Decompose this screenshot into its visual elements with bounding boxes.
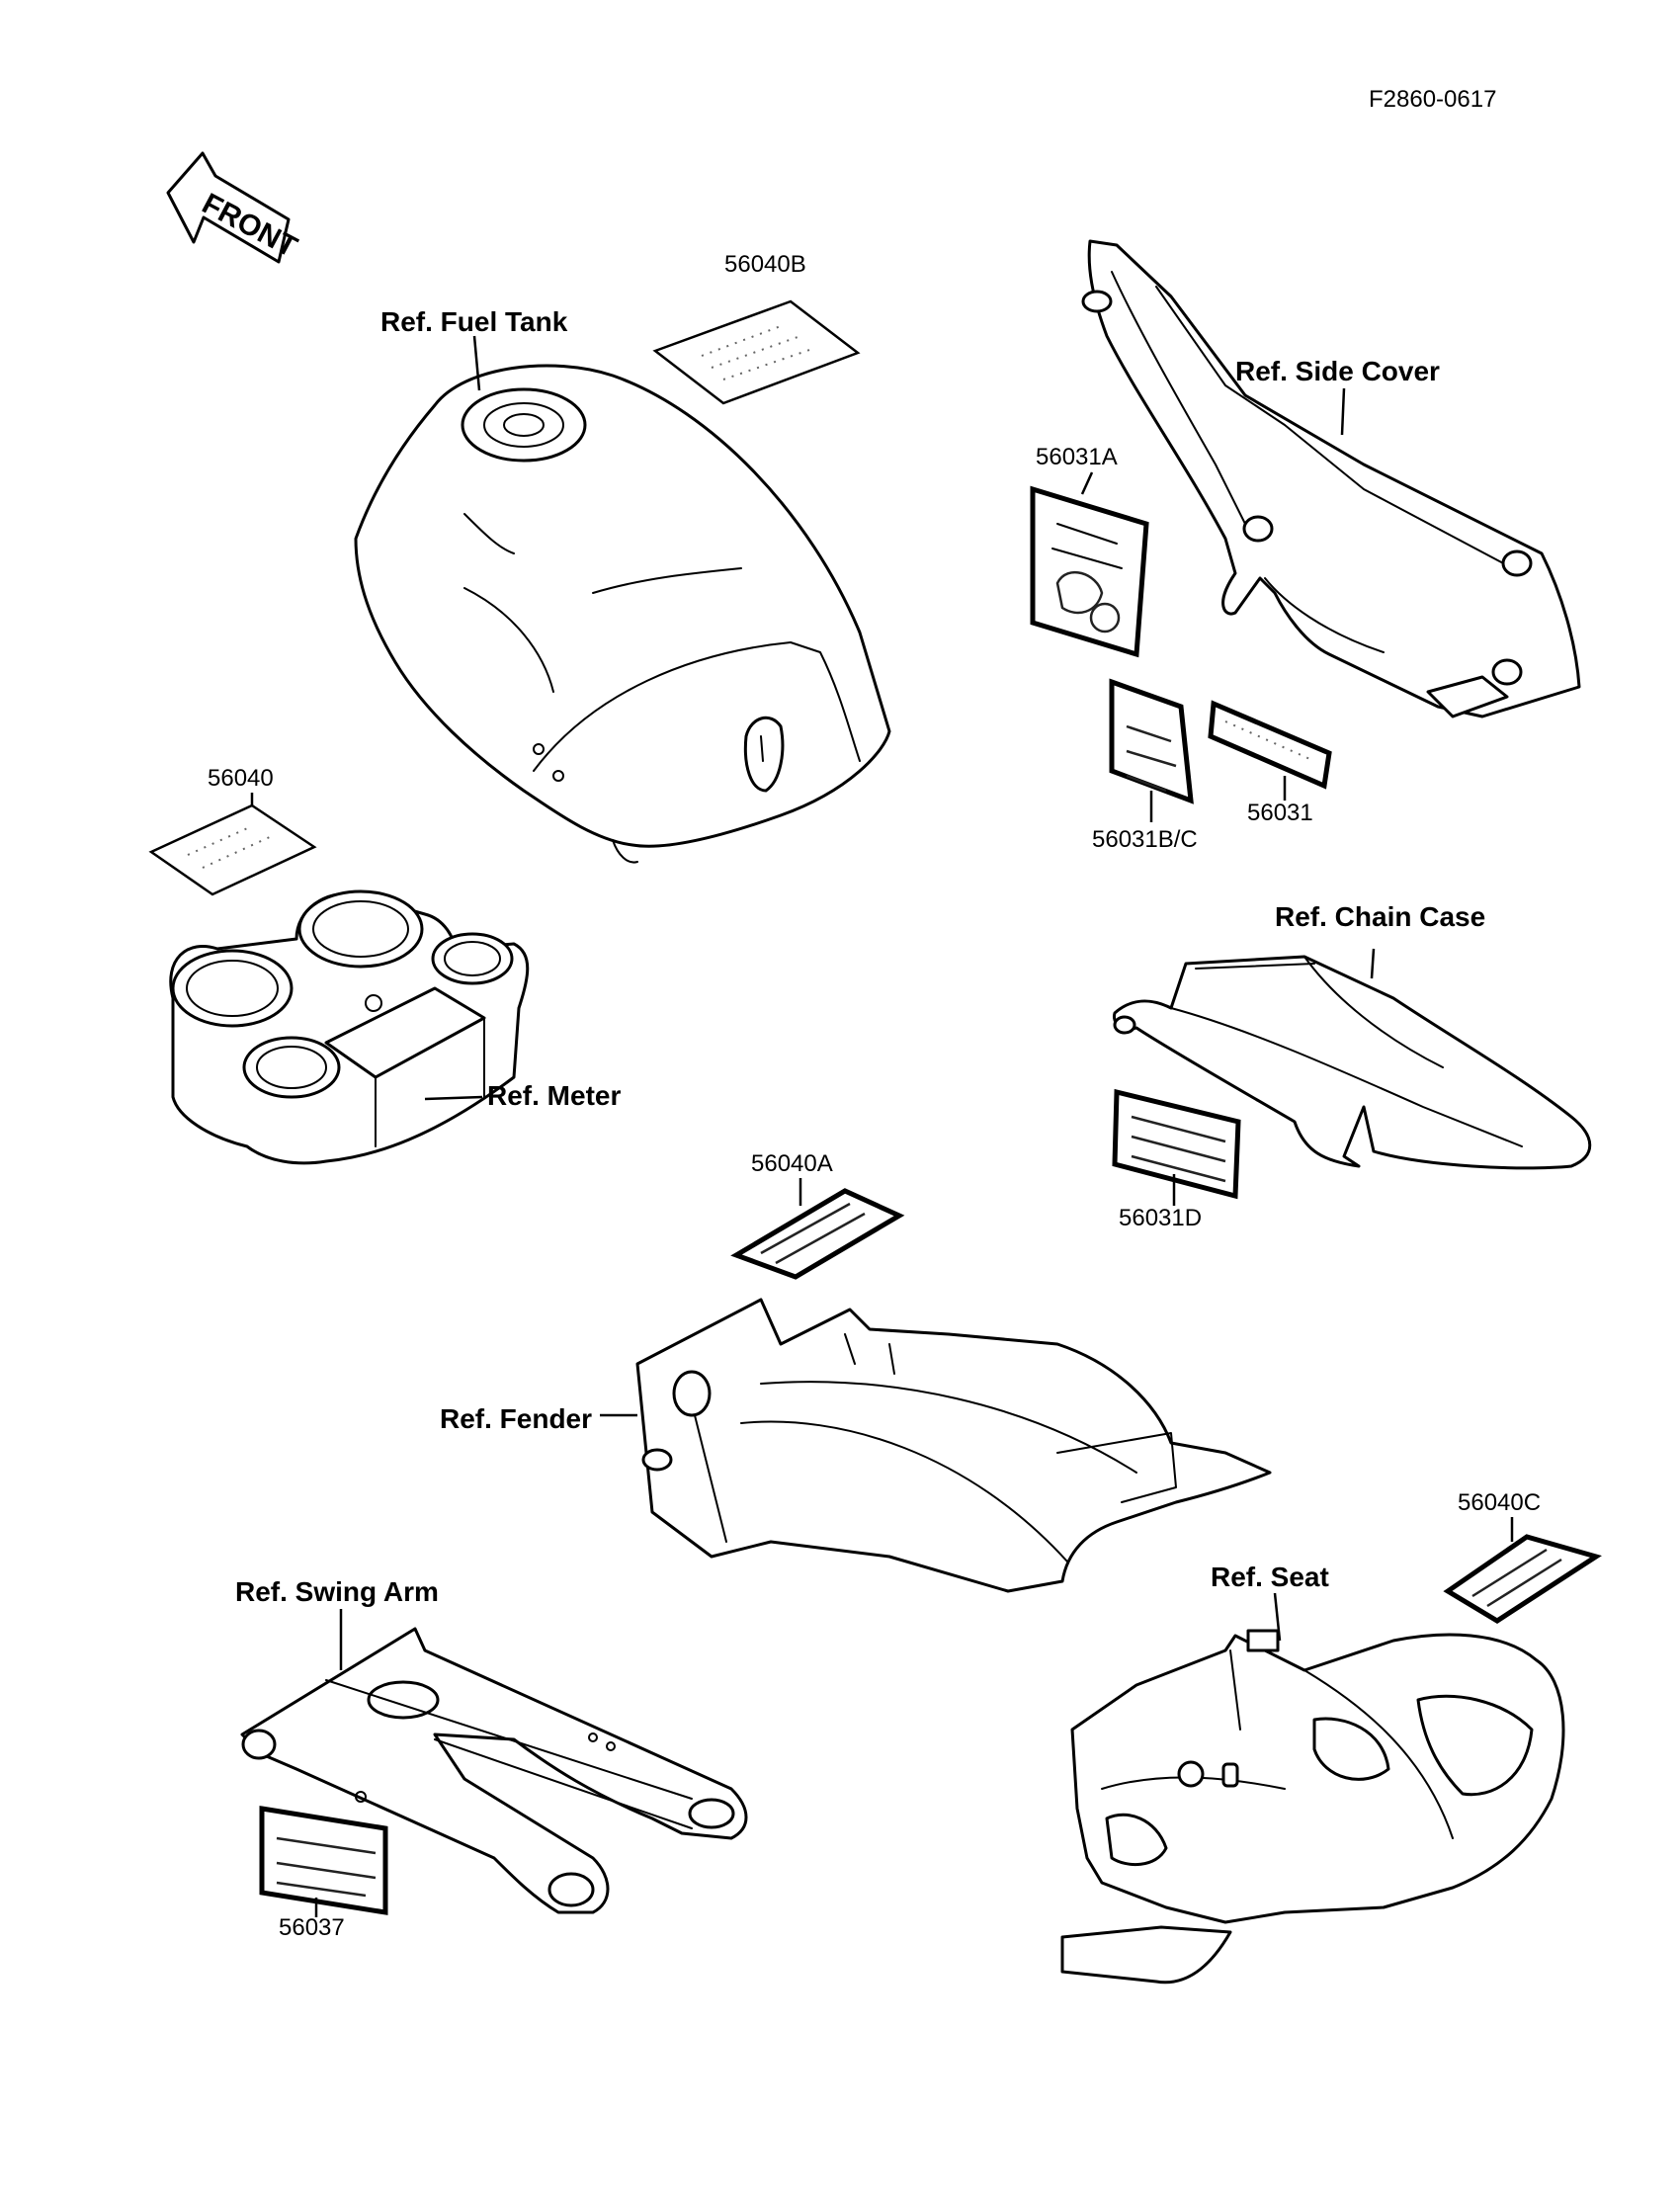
meter xyxy=(169,889,530,1165)
decal-56031A xyxy=(1030,485,1149,658)
part-56040B: 56040B xyxy=(724,251,806,278)
seat xyxy=(1060,1629,1565,1985)
part-56031B-C: 56031B/C xyxy=(1092,826,1198,853)
front-arrow-icon: FRONT xyxy=(166,151,302,264)
decal-56040B xyxy=(652,299,861,405)
decal-56031D xyxy=(1112,1088,1241,1200)
diagram-code: F2860-0617 xyxy=(1369,86,1496,113)
decal-56040C xyxy=(1443,1534,1602,1624)
part-56031A: 56031A xyxy=(1036,444,1118,470)
fender xyxy=(635,1298,1272,1593)
label-swing-arm: Ref. Swing Arm xyxy=(235,1576,439,1607)
chain-case xyxy=(1112,955,1592,1170)
side-cover xyxy=(1081,239,1581,718)
part-56037: 56037 xyxy=(279,1914,345,1941)
decal-56040A xyxy=(730,1188,905,1280)
label-fender: Ref. Fender xyxy=(440,1403,592,1434)
part-56040A: 56040A xyxy=(751,1150,833,1177)
fuel-tank xyxy=(354,364,891,864)
part-56040: 56040 xyxy=(208,765,274,792)
label-meter: Ref. Meter xyxy=(487,1080,621,1111)
label-side-cover: Ref. Side Cover xyxy=(1235,356,1440,386)
part-56031: 56031 xyxy=(1247,800,1313,826)
part-56040C: 56040C xyxy=(1458,1489,1541,1516)
decal-56037 xyxy=(259,1806,388,1915)
label-fuel-tank: Ref. Fuel Tank xyxy=(380,306,568,337)
decal-56031B-C xyxy=(1109,678,1194,804)
decal-56031 xyxy=(1208,700,1332,790)
swing-arm xyxy=(240,1627,748,1914)
label-chain-case: Ref. Chain Case xyxy=(1275,901,1485,932)
decal-56040 xyxy=(148,803,317,896)
label-seat: Ref. Seat xyxy=(1211,1562,1329,1592)
part-56031D: 56031D xyxy=(1119,1205,1202,1231)
